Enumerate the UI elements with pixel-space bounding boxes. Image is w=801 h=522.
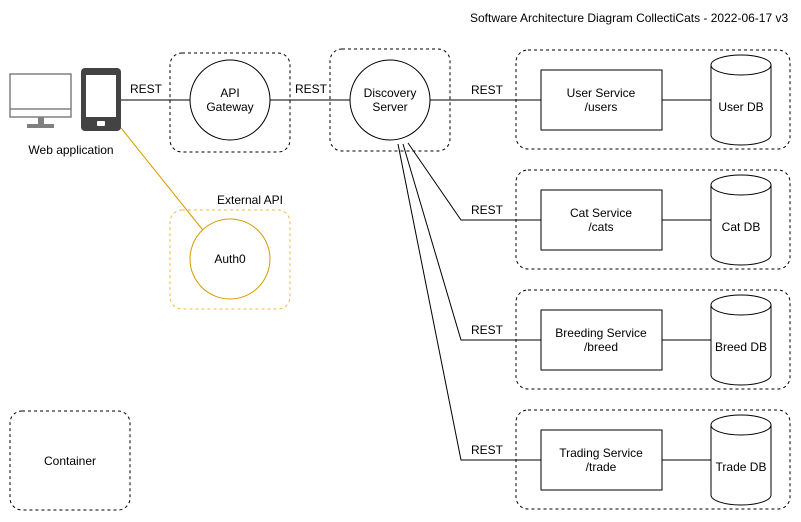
breeding-database-label: Breed DB xyxy=(714,340,768,354)
rest-label-discovery-trading: REST xyxy=(470,443,504,457)
external-api-title: External API xyxy=(216,193,284,207)
discovery-server-label-line1: Discovery xyxy=(363,86,417,100)
trading-service-path: /trade xyxy=(585,460,617,474)
discovery-server-label: Discovery Server xyxy=(364,86,417,114)
api-gateway-label-line2: Gateway xyxy=(206,100,254,114)
legend-container-box xyxy=(9,410,131,511)
breeding-service-label: Breeding Service/breed xyxy=(555,326,646,354)
legend-container-label: Container xyxy=(43,454,97,468)
discovery-server-label-line2: Server xyxy=(372,100,408,114)
auth0-node xyxy=(189,218,271,300)
diagram-title: Software Architecture Diagram CollectiCa… xyxy=(470,11,789,25)
edge-discovery-cat xyxy=(407,142,541,221)
user-service-label: User Service/users xyxy=(567,86,636,114)
cat-service-node xyxy=(540,189,663,251)
discovery-server-node xyxy=(349,59,431,141)
discovery-container xyxy=(329,48,451,152)
edge-discovery-breeding xyxy=(402,143,541,341)
rest-label-discovery-user: REST xyxy=(470,83,504,97)
gateway-container xyxy=(169,52,291,153)
client-label: Web application xyxy=(28,143,114,157)
cat-service-path: /cats xyxy=(588,220,614,234)
breeding-service-name: Breeding Service xyxy=(555,326,647,340)
breeding-service-path: /breed xyxy=(583,340,619,354)
breeding-database-icon xyxy=(710,294,772,386)
api-gateway-node xyxy=(189,59,271,141)
trading-service-name: Trading Service xyxy=(559,446,643,460)
api-gateway-label-line1: API xyxy=(220,86,240,100)
trading-database-icon xyxy=(710,414,772,506)
trading-service-label: Trading Service/trade xyxy=(559,446,643,474)
user-service-node xyxy=(540,69,663,131)
desktop-monitor-icon xyxy=(9,73,72,128)
rest-label-discovery-cat: REST xyxy=(470,203,504,217)
auth0-label: Auth0 xyxy=(214,252,246,266)
cat-database-icon xyxy=(710,174,772,266)
external-api-container xyxy=(169,209,291,310)
user-service-path: /users xyxy=(584,100,618,114)
breeding-service-node xyxy=(540,309,663,371)
rest-label-discovery-breeding: REST xyxy=(470,323,504,337)
mobile-phone-icon xyxy=(81,68,121,131)
edge-discovery-trading xyxy=(397,143,541,461)
trading-database-label: Trade DB xyxy=(715,460,767,474)
user-service-name: User Service xyxy=(566,86,636,100)
trading-service-node xyxy=(540,429,663,491)
user-database-icon xyxy=(710,54,772,146)
rest-label-client-gateway: REST xyxy=(130,82,163,96)
cat-database-label: Cat DB xyxy=(721,220,761,234)
rest-label-gateway-discovery: REST xyxy=(295,82,328,96)
user-database-label: User DB xyxy=(718,100,764,114)
cat-service-label: Cat Service/cats xyxy=(570,206,632,234)
edge-client-auth0 xyxy=(120,127,207,235)
api-gateway-label: API Gateway xyxy=(206,86,253,114)
cat-service-name: Cat Service xyxy=(569,206,633,220)
